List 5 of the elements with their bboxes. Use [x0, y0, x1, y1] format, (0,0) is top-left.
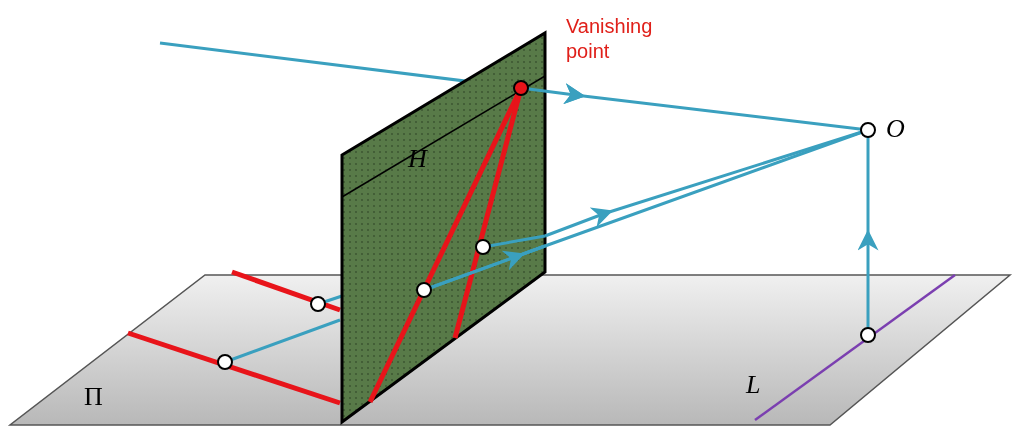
- point-label: O: [886, 116, 905, 142]
- annotation-label: Vanishing point: [566, 14, 654, 64]
- plane-label: H: [408, 146, 427, 172]
- plane-label: Π: [84, 384, 103, 410]
- line-label: L: [746, 372, 761, 398]
